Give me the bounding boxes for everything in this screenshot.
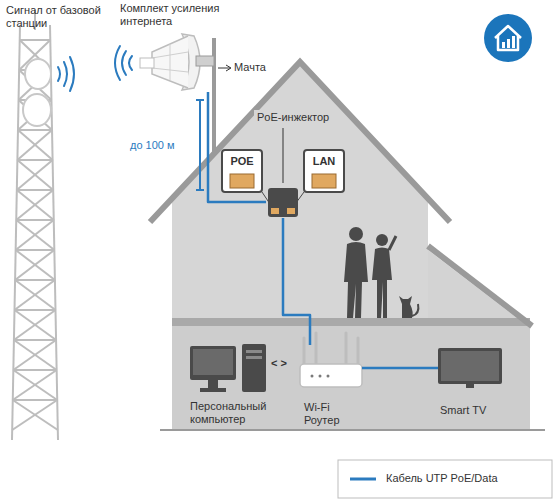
node-label: Smart TV (440, 404, 486, 417)
port-socket (312, 174, 336, 188)
cable (208, 92, 266, 202)
floor-slab (172, 318, 530, 326)
cable (362, 368, 438, 369)
leader-line (218, 68, 230, 69)
tower-dish (23, 94, 51, 126)
antenna (140, 34, 214, 90)
ground-line (160, 429, 545, 431)
node-label: Персональный компьютер (190, 400, 280, 425)
node-label: Комплект усиления интернета (120, 2, 230, 27)
injector-body (268, 188, 298, 217)
extension-roof (428, 246, 532, 326)
legend-box (338, 460, 552, 498)
mast-label: Мачта (234, 61, 266, 74)
wifi-router: Wi-Fi Роутер (300, 345, 362, 387)
port-socket (230, 174, 254, 188)
house-icon (484, 14, 532, 62)
antenna-kit: Комплект усиления интернета (148, 32, 212, 92)
distance-bracket (196, 100, 204, 190)
node-label: Wi-Fi Роутер (304, 401, 354, 426)
injector-port (271, 208, 279, 214)
smart-tv: Smart TV (438, 348, 502, 388)
port-label: LAN (308, 155, 340, 168)
leader-line (293, 192, 304, 207)
leader-line (283, 128, 284, 183)
tower (12, 10, 58, 440)
people (344, 227, 418, 318)
computer (190, 344, 266, 392)
port-callout (304, 150, 344, 192)
lower-floor (172, 326, 530, 430)
leader-arrow (226, 65, 231, 71)
signal-label: Сигнал от базовой станции (6, 4, 114, 29)
legend-text: Кабель UTP PoE/Data (386, 472, 498, 485)
smart-tv (438, 348, 502, 388)
personal-computer: Персональный компьютер (188, 342, 268, 394)
port-label: POE (226, 155, 258, 168)
poe-injector: PoE-инжектор (266, 186, 300, 218)
injector-port (287, 208, 295, 214)
leader-line (262, 192, 272, 207)
port-callout (222, 150, 262, 192)
cable (283, 218, 310, 345)
legend-line (350, 478, 376, 481)
tower-dish (25, 59, 51, 89)
signal-waves (58, 46, 132, 91)
node-label: PoE-инжектор (254, 110, 332, 125)
distance-label: до 100 м (130, 139, 175, 152)
link-symbol: < > (271, 357, 287, 370)
